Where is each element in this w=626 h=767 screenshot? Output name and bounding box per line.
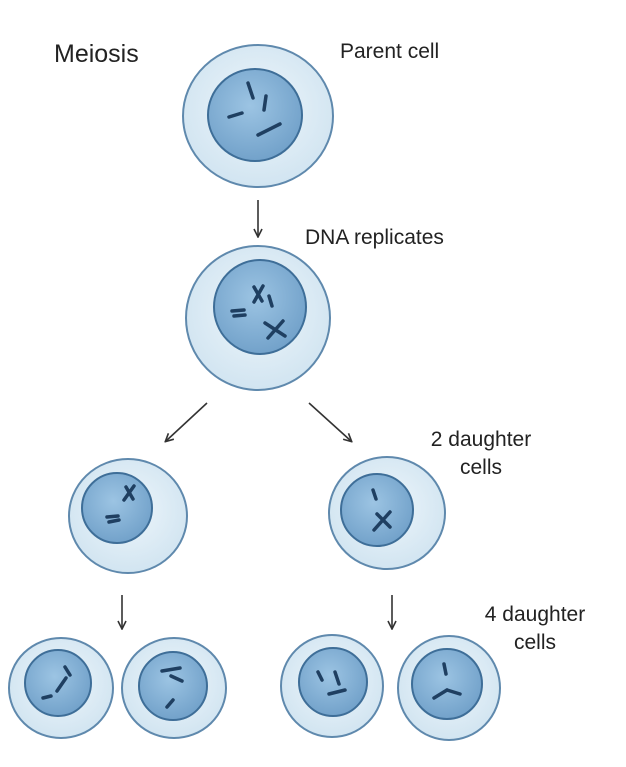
daughter-cell-right: [328, 456, 446, 570]
granddaughter-3-nucleus: [298, 647, 368, 717]
diagram-title: Meiosis: [54, 40, 139, 68]
parent-cell: [182, 44, 334, 188]
label-two-daughter-line2: cells: [459, 456, 502, 479]
replicated-chromosomes: [230, 284, 287, 340]
parent-cell-nucleus: [207, 68, 303, 162]
daughter-right-chromosomes: [371, 488, 392, 532]
granddaughter-cell-1: [8, 637, 114, 739]
granddaughter-cell-3: [280, 634, 384, 738]
granddaughter-3-chromosomes: [316, 670, 347, 696]
daughter-left-chromosomes: [105, 484, 136, 524]
granddaughter-2-nucleus: [138, 651, 208, 721]
daughter-cell-left: [68, 458, 188, 574]
label-four-daughter-line1: 4 daughter: [484, 603, 586, 626]
arrow-right-split: [308, 402, 351, 441]
label-four-daughter-line2: cells: [513, 631, 556, 654]
arrow-left-split: [166, 402, 208, 441]
replicated-cell: [185, 245, 331, 391]
granddaughter-4-nucleus: [411, 648, 483, 720]
granddaughter-1-nucleus: [24, 649, 92, 717]
granddaughter-cell-4: [397, 635, 501, 741]
parent-chromosomes: [227, 81, 282, 137]
granddaughter-2-chromosomes: [160, 666, 184, 709]
granddaughter-cell-2: [121, 637, 227, 739]
replicated-cell-nucleus: [213, 259, 307, 355]
label-dna-replicates: DNA replicates: [305, 226, 444, 249]
daughter-right-nucleus: [340, 473, 414, 547]
label-parent-cell: Parent cell: [340, 40, 440, 63]
granddaughter-4-chromosomes: [432, 662, 462, 700]
granddaughter-1-chromosomes: [41, 665, 72, 700]
label-two-daughter-line1: 2 daughter: [430, 428, 532, 451]
daughter-left-nucleus: [81, 472, 153, 544]
